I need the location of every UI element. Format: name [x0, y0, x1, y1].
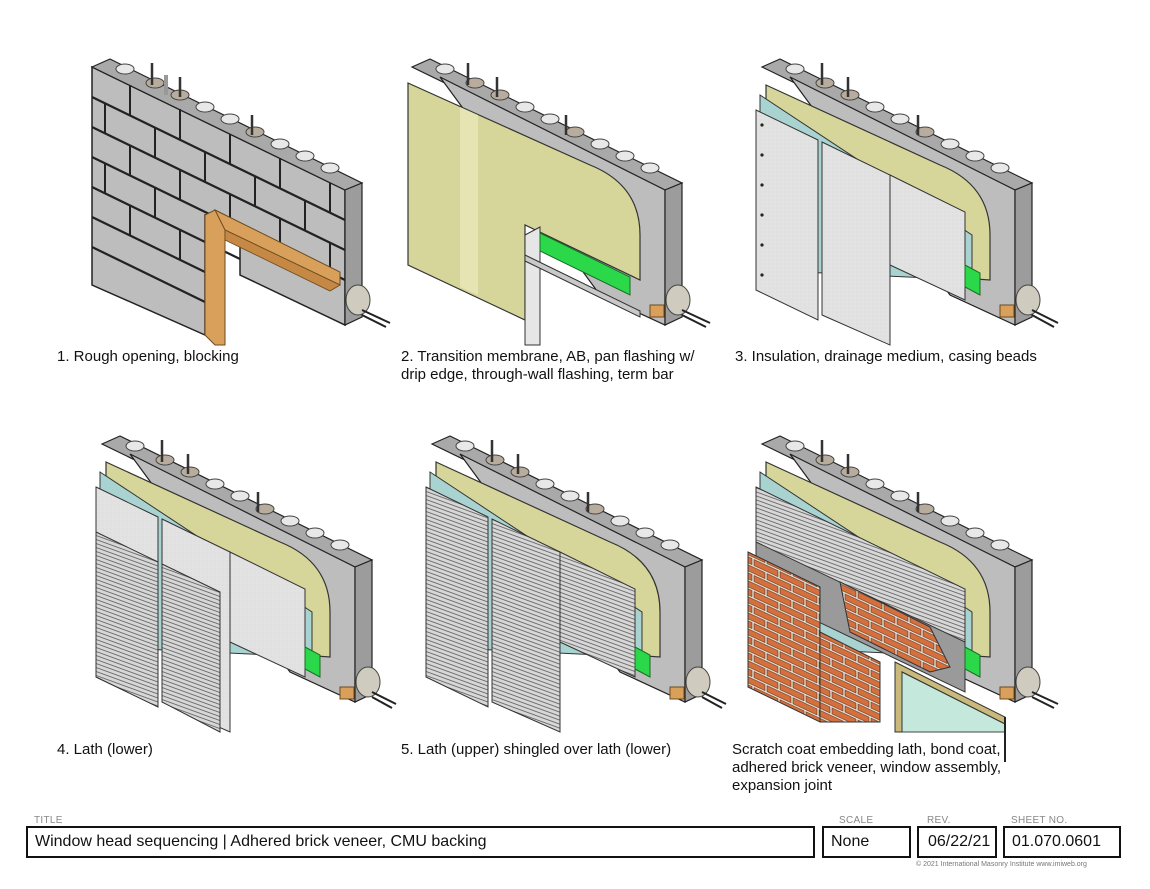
- panel-6-caption: Scratch coat embedding lath, bond coat, …: [732, 741, 1002, 794]
- panel-2-caption: 2. Transition membrane, AB, pan flashing…: [401, 348, 695, 383]
- rev-field: 06/22/21: [917, 826, 997, 858]
- title-label: TITLE: [34, 815, 63, 826]
- lath-lower: [95, 531, 159, 708]
- membrane-flashing-illustration: [407, 58, 711, 346]
- brick-veneer-window-illustration: [747, 435, 1059, 762]
- panel-4-lath-lower: [70, 432, 397, 733]
- panel-2-transition-membrane: [400, 55, 720, 346]
- scale-field: None: [822, 826, 911, 858]
- insulation-drainage-illustration: [755, 58, 1059, 346]
- scale-label: SCALE: [839, 815, 874, 826]
- copyright-notice: © 2021 International Masonry Institute w…: [916, 861, 1087, 868]
- lath-upper: [425, 486, 489, 708]
- sheet-field: 01.070.0601: [1003, 826, 1121, 858]
- panel-1-rough-opening: [80, 55, 400, 346]
- panel-6-brick-veneer: [740, 432, 1060, 762]
- title-field: Window head sequencing | Adhered brick v…: [26, 826, 815, 858]
- panel-5-lath-upper: [400, 432, 727, 733]
- panel-5-caption: 5. Lath (upper) shingled over lath (lowe…: [401, 741, 672, 758]
- lath-lower-illustration: [95, 435, 397, 733]
- panel-4-caption: 4. Lath (lower): [57, 741, 153, 758]
- panel-1-caption: 1. Rough opening, blocking: [57, 348, 239, 365]
- sheet-label: SHEET NO.: [1011, 815, 1068, 826]
- cmu-wall-illustration: [90, 58, 391, 346]
- panel-3-caption: 3. Insulation, drainage medium, casing b…: [735, 348, 1037, 365]
- panel-3-insulation: [740, 55, 1060, 346]
- lath-upper-illustration: [425, 435, 727, 733]
- rev-label: REV.: [927, 815, 951, 826]
